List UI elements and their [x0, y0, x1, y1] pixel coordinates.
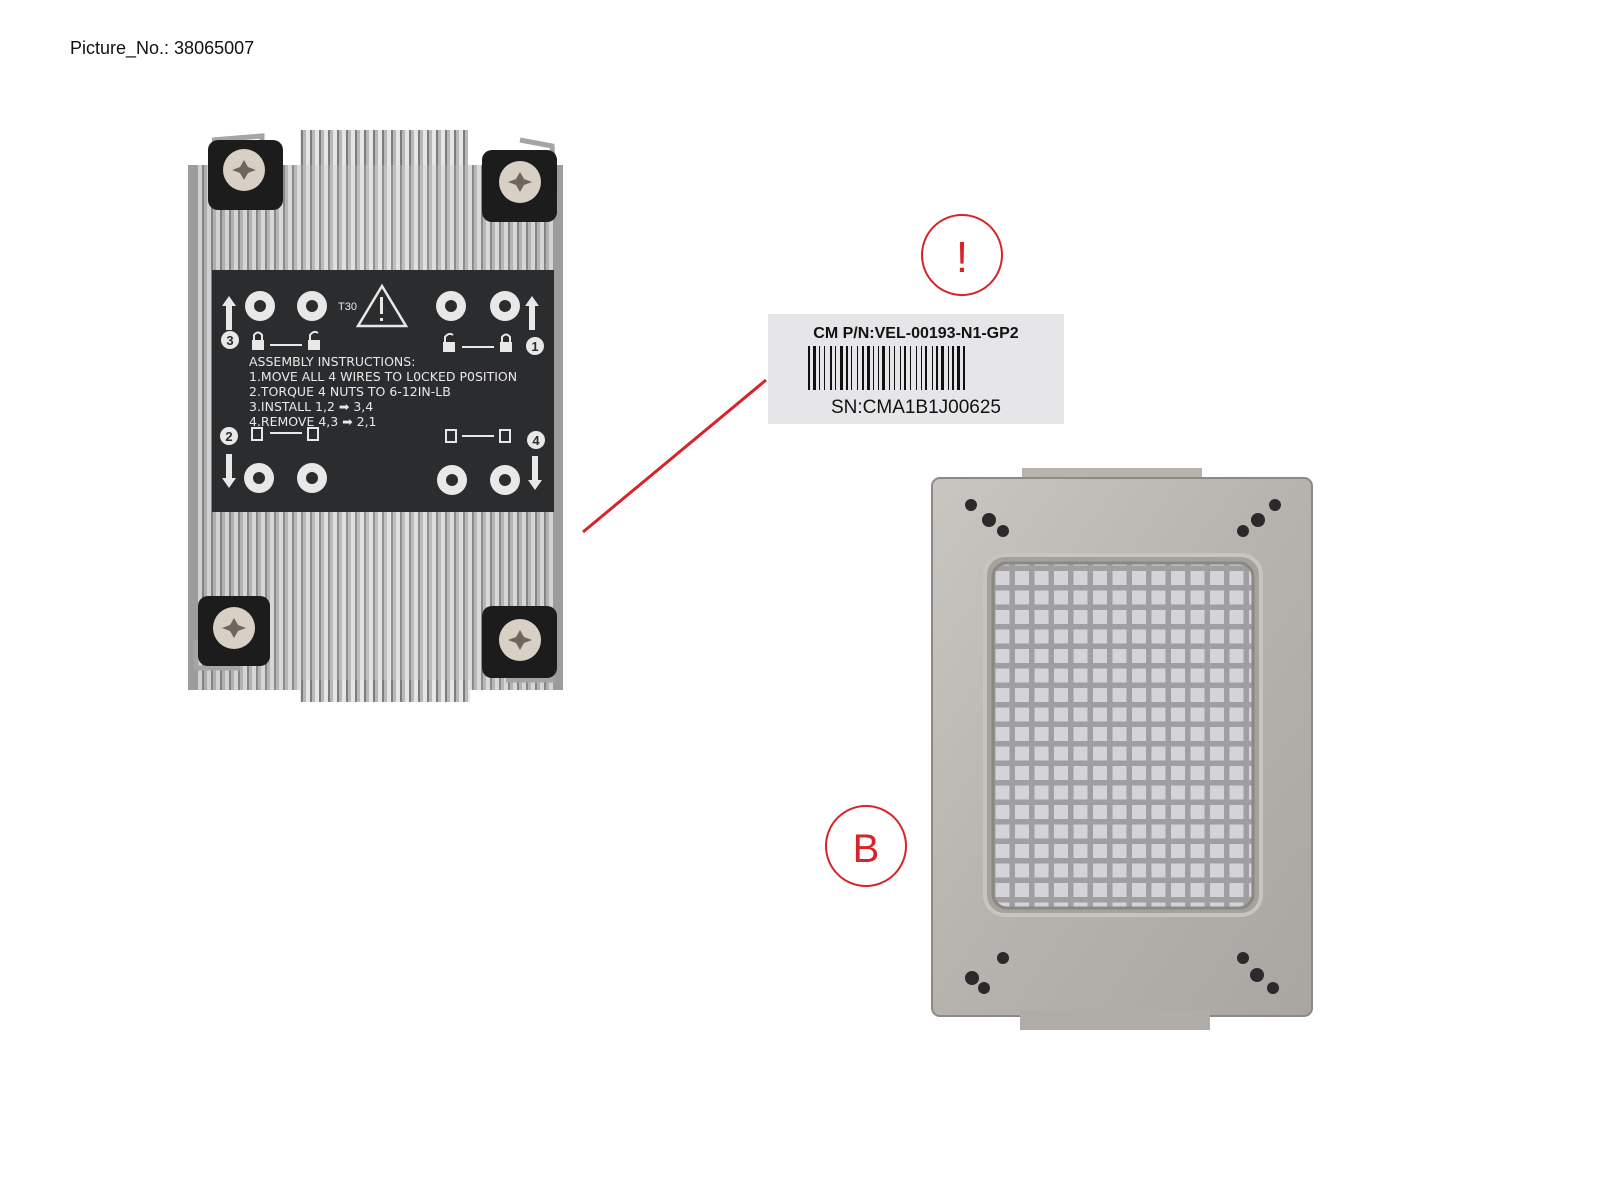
barcode-bar — [957, 346, 960, 390]
instruction-line-3: 3.INSTALL 1,2 ➡ 3,4 — [249, 399, 373, 414]
instruction-line-2: 2.TORQUE 4 NUTS TO 6-12IN-LB — [249, 384, 451, 399]
barcode-bar — [921, 346, 922, 390]
barcode-bar — [862, 346, 864, 390]
barcode-bar — [808, 346, 810, 390]
torx-size-label: T30 — [338, 301, 357, 313]
bottom-view-callout-letter: B — [853, 827, 880, 871]
barcode-bar — [932, 346, 933, 390]
heatsink-bottom-fins — [300, 680, 470, 702]
barcode-bar — [900, 346, 901, 390]
callout-leader-line — [582, 378, 767, 534]
barcode-bar — [830, 346, 832, 390]
step-number-4: 4 — [532, 433, 540, 448]
part-barcode-label: CM P/N:VEL-00193-N1-GP2 SN:CMA1B1J00625 — [768, 314, 1064, 424]
barcode-bar — [948, 346, 949, 390]
barcode-bar — [851, 346, 852, 390]
barcode-bar — [857, 346, 858, 390]
instruction-heading: ASSEMBLY INSTRUCTIONS: — [249, 354, 415, 369]
part-number-text: CM P/N:VEL-00193-N1-GP2 — [813, 325, 1018, 342]
step-number-3: 3 — [226, 333, 233, 348]
barcode-bar — [846, 346, 848, 390]
barcode-bar — [873, 346, 874, 390]
barcode-bar — [952, 346, 954, 390]
barcode-bar — [963, 346, 965, 390]
barcode-bar — [819, 346, 820, 390]
barcode-bar — [878, 346, 879, 390]
barcode-bar — [910, 346, 911, 390]
mounting-holes — [965, 499, 1281, 994]
instruction-line-1: 1.MOVE ALL 4 WIRES TO L0CKED P0SITION — [249, 369, 517, 384]
warning-callout-mark: ! — [956, 233, 968, 282]
barcode-bar — [916, 346, 917, 390]
barcode-bar — [813, 346, 816, 390]
barcode-bar — [925, 346, 927, 390]
captive-nut-top-right — [482, 150, 557, 222]
barcode-bar — [889, 346, 890, 390]
barcode-bar — [867, 346, 870, 390]
barcode-bar — [936, 346, 938, 390]
barcode-bar — [824, 346, 825, 390]
thermal-paste-grid — [991, 561, 1255, 910]
serial-number-text: SN:CMA1B1J00625 — [831, 397, 1001, 418]
barcode-bar — [882, 346, 885, 390]
picture-number-caption: Picture_No.: 38065007 — [70, 38, 255, 58]
barcode-bar — [840, 346, 843, 390]
bottom-view-callout: B — [825, 805, 907, 887]
step-number-1: 1 — [531, 339, 538, 354]
cpu-heatsink: T30 3 1 2 — [188, 130, 563, 702]
lock-unlock-icons — [251, 330, 512, 443]
heatsink-top-fins — [300, 130, 468, 170]
captive-nut-bottom-right — [482, 606, 557, 678]
barcode-bar — [941, 346, 944, 390]
captive-nut-bottom-left — [198, 596, 270, 666]
instruction-line-4: 4.REMOVE 4,3 ➡ 2,1 — [249, 414, 377, 429]
direction-arrow-icon — [222, 296, 542, 490]
barcode-bar — [894, 346, 895, 390]
warning-triangle-icon — [355, 283, 409, 328]
heatsink-base-plate — [931, 468, 1313, 1030]
barcode-image — [808, 346, 965, 390]
barcode-bar — [835, 346, 836, 390]
step-number-badges: 3 1 2 4 — [220, 331, 545, 449]
warning-callout: ! — [921, 214, 1003, 296]
captive-nut-top-left — [208, 140, 283, 210]
step-number-2: 2 — [225, 429, 232, 444]
barcode-bar — [904, 346, 906, 390]
